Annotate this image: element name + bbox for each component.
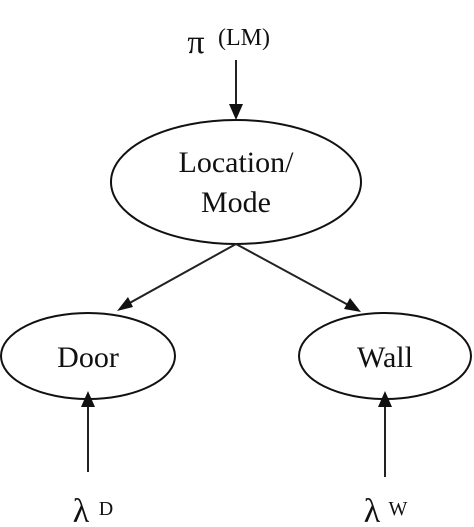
door-evidence-arrow bbox=[81, 391, 95, 472]
door-evidence-symbol: λ bbox=[73, 493, 90, 527]
location-mode-node: Location/ Mode bbox=[110, 119, 362, 245]
location-mode-label-line2: Mode bbox=[201, 186, 271, 219]
door-label: Door bbox=[57, 341, 119, 374]
location-mode-label-line1: Location/ bbox=[179, 146, 295, 179]
door-node: Door bbox=[0, 312, 176, 400]
prior-arrow bbox=[229, 60, 243, 120]
prior-arrowhead bbox=[229, 104, 243, 120]
door-evidence-index: D bbox=[99, 498, 113, 520]
prior-label: π (LM) bbox=[187, 24, 270, 61]
prior-argument: (LM) bbox=[218, 25, 270, 51]
edge-location-to-wall-line bbox=[235, 243, 353, 308]
prior-symbol: π bbox=[187, 24, 204, 61]
wall-label: Wall bbox=[357, 341, 413, 374]
location-mode-ellipse bbox=[110, 119, 362, 245]
wall-node: Wall bbox=[298, 312, 472, 400]
edge-location-to-door-line bbox=[125, 243, 237, 306]
wall-evidence-arrow bbox=[378, 391, 392, 477]
edge-location-to-door bbox=[117, 243, 237, 311]
edge-location-to-door-arrowhead bbox=[117, 297, 133, 311]
wall-evidence-index: W bbox=[389, 498, 408, 520]
wall-evidence-label: λ W bbox=[364, 493, 408, 527]
edge-location-to-wall bbox=[235, 243, 361, 312]
edge-location-to-wall-arrowhead bbox=[344, 298, 361, 312]
wall-evidence-arrowhead bbox=[378, 391, 392, 407]
door-evidence-arrowhead bbox=[81, 391, 95, 407]
door-evidence-label: λ D bbox=[73, 493, 113, 527]
wall-evidence-symbol: λ bbox=[364, 493, 381, 527]
